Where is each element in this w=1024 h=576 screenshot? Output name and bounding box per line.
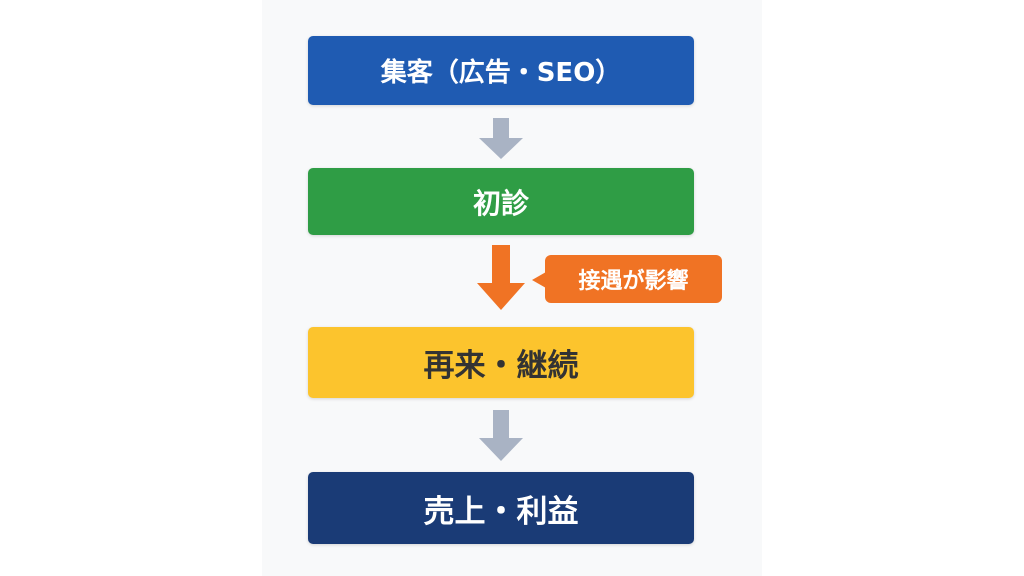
step-sales-profit: 売上・利益 [308, 472, 694, 544]
arrow-down-orange-icon [477, 245, 525, 310]
callout-label: 接遇が影響 [578, 269, 689, 294]
step-return-continuation: 再来・継続 [308, 327, 694, 398]
step-label: 初診 [472, 186, 529, 220]
arrow-down-icon [479, 410, 523, 461]
step-label: 再来・継続 [423, 348, 579, 384]
arrow-down-icon [479, 118, 523, 159]
callout-hospitality-impact: 接遇が影響 [532, 255, 722, 303]
step-first-visit: 初診 [308, 168, 694, 235]
step-acquisition: 集客（広告・SEO） [308, 36, 694, 105]
step-label: 売上・利益 [423, 493, 579, 530]
step-label: 集客（広告・SEO） [380, 58, 622, 88]
